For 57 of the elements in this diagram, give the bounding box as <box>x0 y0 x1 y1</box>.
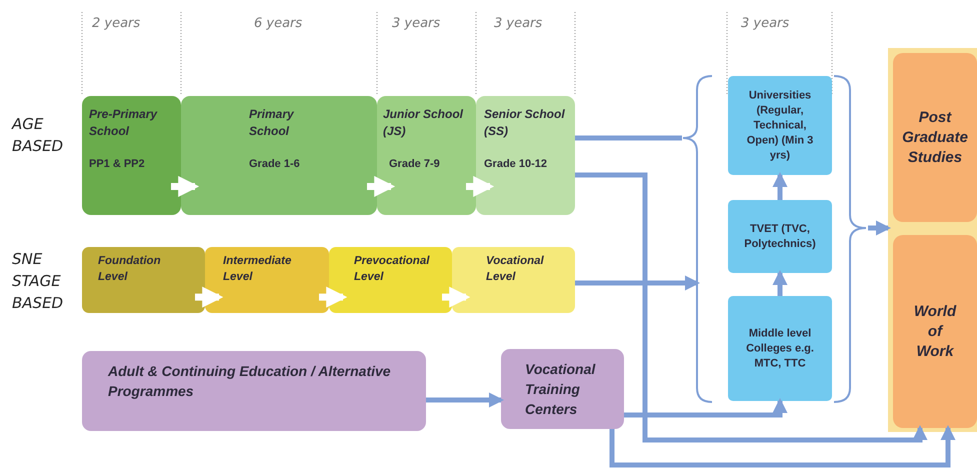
arrow <box>772 270 788 296</box>
arrow <box>772 172 788 200</box>
arrow <box>575 276 700 290</box>
arrow <box>367 176 396 197</box>
arrow <box>171 176 200 197</box>
node-title: Vocational Training Centers <box>525 360 596 419</box>
grade-text: Grade 10-12 <box>484 158 547 170</box>
outcome-box <box>893 235 977 428</box>
duration-label: 6 years <box>254 16 302 31</box>
arrow <box>624 398 788 418</box>
duration-label: 3 years <box>741 16 790 31</box>
school-stage-box <box>181 96 377 215</box>
node-title: Universities (Regular, Technical, Open) (Min 3 yrs) <box>746 88 814 163</box>
institution-box <box>728 296 832 401</box>
school-stage-box <box>476 96 575 215</box>
node-title: Middle level Colleges e.g. MTC, TTC <box>745 326 815 371</box>
node-title: Prevocational Level <box>354 254 431 285</box>
outcome-panel <box>888 48 977 432</box>
level-box <box>452 247 575 313</box>
node-title: Senior School (SS) <box>484 106 566 140</box>
level-box <box>329 247 452 313</box>
school-stage-box <box>82 96 181 215</box>
node-title: Pre-Primary School <box>89 106 158 140</box>
node-title: Foundation Level <box>98 254 162 285</box>
programme-box <box>501 349 624 429</box>
level-box <box>82 247 205 313</box>
node-title: World of Work <box>912 302 958 362</box>
institution-box <box>728 200 832 273</box>
duration-label: 3 years <box>494 16 542 31</box>
node-title: Adult & Continuing Education / Alternative Programmes <box>108 362 392 401</box>
arrow <box>466 176 494 197</box>
grade-text: Grade 1-6 <box>249 158 300 170</box>
arrow <box>195 286 224 308</box>
arrow <box>442 286 470 308</box>
row-label: AGE BASED <box>12 114 64 157</box>
node-title: Post Graduate Studies <box>901 108 969 168</box>
duration-label: 3 years <box>392 16 440 31</box>
bracket <box>682 74 868 404</box>
arrow <box>610 425 956 468</box>
programme-box <box>82 351 426 431</box>
arrow <box>426 392 504 408</box>
grade-text: Grade 7-9 <box>389 158 440 170</box>
arrow <box>868 220 891 236</box>
duration-label: 2 years <box>92 16 140 31</box>
node-title: Junior School (JS) <box>383 106 464 140</box>
node-title: TVET (TVC, Polytechnics) <box>743 222 817 252</box>
outcome-box <box>893 53 977 222</box>
institution-box <box>728 76 832 175</box>
row-label: SNE STAGE BASED <box>12 249 64 314</box>
grade-text: PP1 & PP2 <box>89 158 145 170</box>
node-title: Vocational Level <box>486 254 545 285</box>
arrow <box>319 286 348 308</box>
school-stage-box <box>377 96 476 215</box>
node-title: Primary School <box>249 106 295 140</box>
level-box <box>205 247 329 313</box>
node-title: Intermediate Level <box>223 254 292 285</box>
arrow <box>575 172 928 442</box>
